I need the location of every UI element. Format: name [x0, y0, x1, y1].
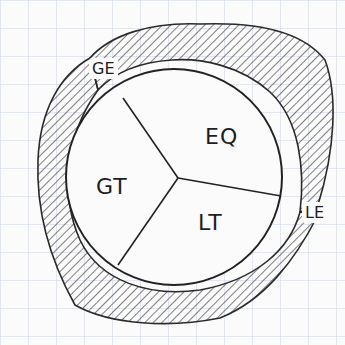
sector-label: LT	[198, 210, 223, 235]
set-sector: EQ	[200, 121, 243, 152]
le-band	[38, 58, 318, 324]
sector-label: EQ	[205, 124, 238, 149]
divider-line	[178, 178, 281, 196]
band-label: GE	[89, 58, 118, 79]
set-sector: LT	[193, 207, 228, 238]
band-label: LE	[302, 202, 327, 223]
set-sector: GT	[91, 171, 133, 202]
inner-circle	[66, 69, 282, 285]
divider-line	[123, 98, 178, 178]
sector-label: GT	[96, 174, 128, 199]
